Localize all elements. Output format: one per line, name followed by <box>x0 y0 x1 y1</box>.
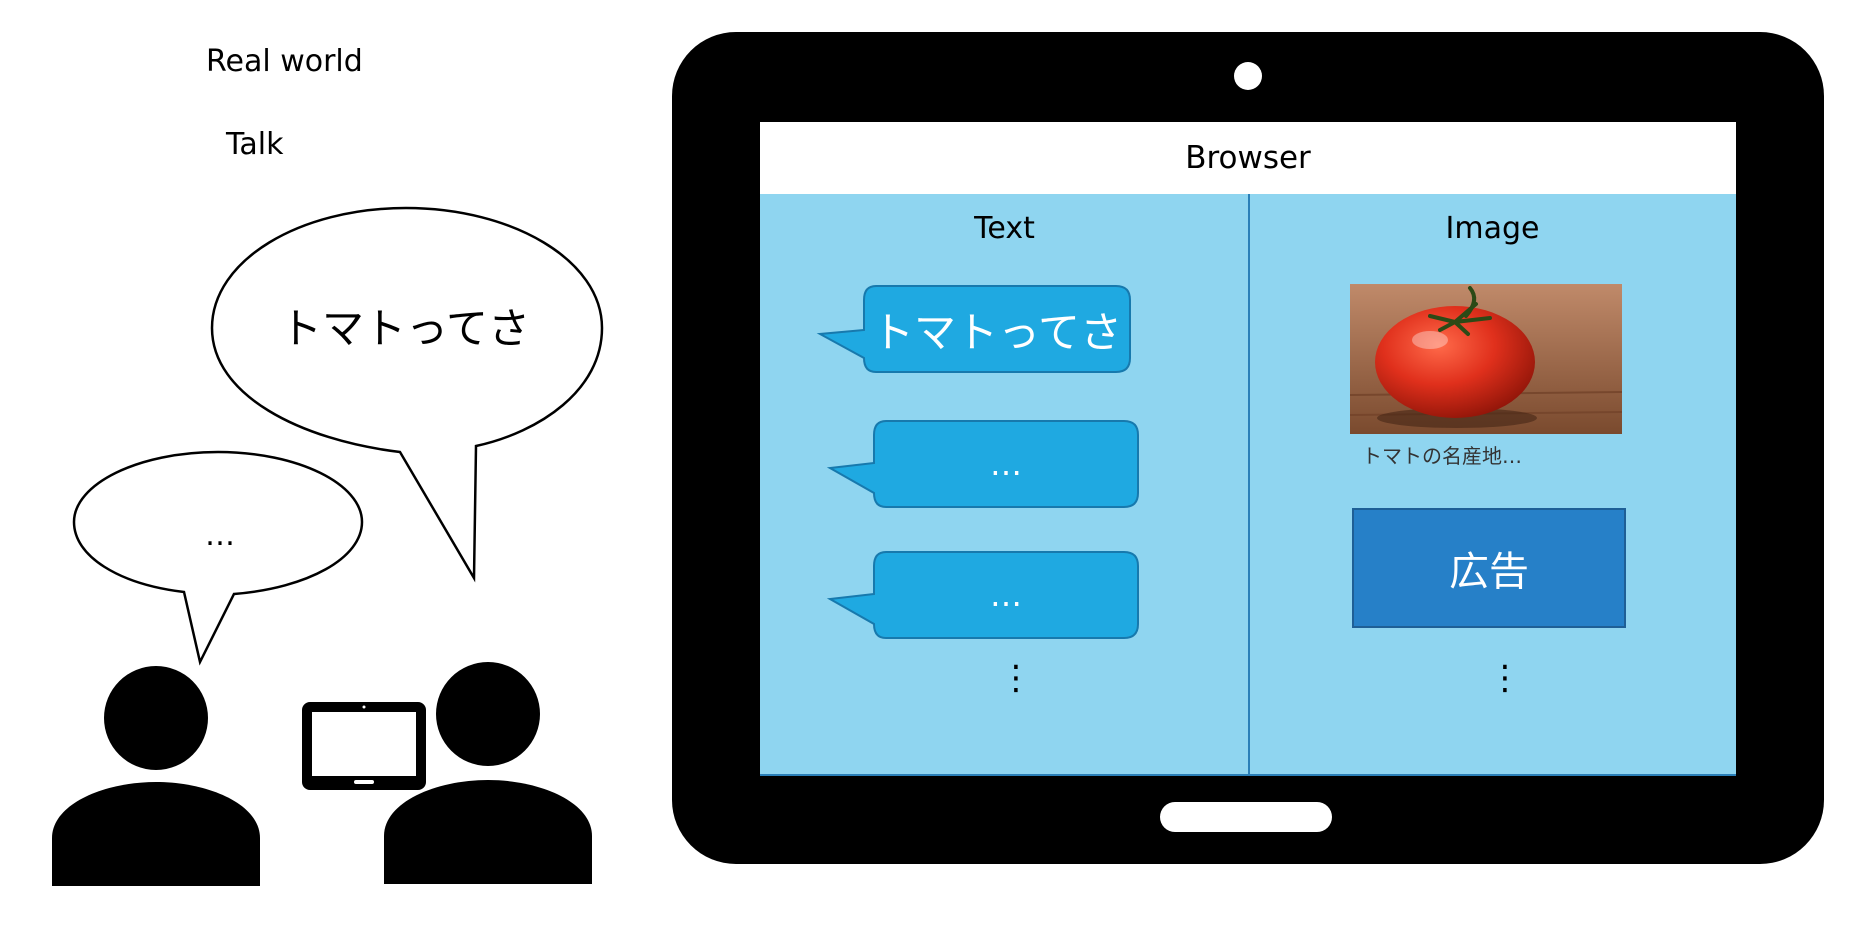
text-column-more-icon: ⋮ <box>999 658 1033 698</box>
text-bubble-3 <box>826 551 1139 639</box>
person-right-body <box>384 780 592 884</box>
person-left-head <box>104 666 208 770</box>
text-bubble-2-label: … <box>990 445 1022 483</box>
person-right-head <box>436 662 540 766</box>
real-world-label: Real world <box>206 44 363 79</box>
image-caption: トマトの名産地… <box>1362 444 1522 468</box>
big-speech-bubble <box>210 206 604 583</box>
talk-label: Talk <box>226 127 284 162</box>
tomato-photo <box>1349 284 1623 434</box>
big-speech-text: トマトってさ <box>280 303 530 353</box>
tablet-camera <box>1234 62 1262 90</box>
text-column-title: Text <box>974 210 1035 246</box>
text-bubble-3-label: … <box>990 576 1022 614</box>
text-bubble-1 <box>816 285 1131 373</box>
tablet-home-button <box>1160 802 1332 832</box>
small-speech-bubble <box>72 450 364 666</box>
small-tablet-icon <box>302 702 426 790</box>
image-column-more-icon: ⋮ <box>1488 658 1522 698</box>
image-column-title: Image <box>1445 210 1540 246</box>
ad-block[interactable]: 広告 <box>1352 508 1626 628</box>
person-left-body <box>52 782 260 886</box>
text-bubble-1-label: トマトってさ <box>872 307 1122 357</box>
small-speech-text: … <box>205 517 235 553</box>
browser-titlebar <box>760 122 1736 194</box>
text-bubble-2 <box>826 420 1139 508</box>
browser-title: Browser <box>1185 140 1311 176</box>
